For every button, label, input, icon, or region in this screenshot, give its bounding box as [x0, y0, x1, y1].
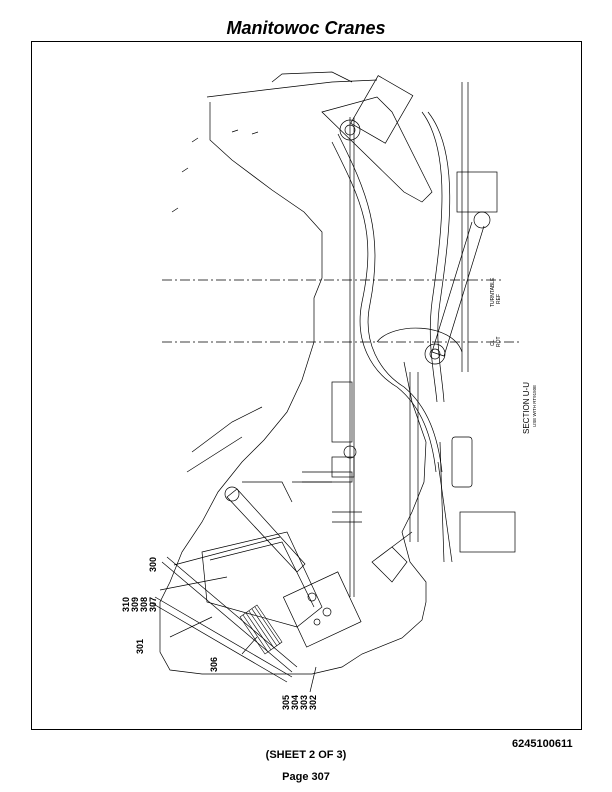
- lower-block: [459, 511, 516, 553]
- callout-300: 300: [148, 557, 158, 572]
- chassis-outline: [159, 102, 427, 675]
- drawing-frame: 300 301 306 310 309 308 307 305 304 303 …: [31, 41, 582, 730]
- cab-roof: [271, 71, 353, 83]
- callout-307: 307: [148, 597, 158, 612]
- leader-306: [241, 636, 258, 655]
- bracket-upper: [456, 171, 498, 213]
- callout-301: 301: [135, 639, 145, 654]
- callout-304: 304: [290, 695, 300, 710]
- leader-302: [309, 666, 317, 693]
- turntable-ref-label-2: REF: [496, 294, 502, 304]
- sheet-indicator: (SHEET 2 OF 3): [265, 749, 347, 761]
- hose-line-2: [421, 111, 443, 403]
- cylinder-lower: [226, 488, 306, 573]
- callout-305: 305: [281, 695, 291, 710]
- leader-307: [159, 576, 228, 591]
- cylinder-right: [431, 221, 485, 357]
- callout-302: 302: [308, 695, 318, 710]
- leader-301: [169, 616, 213, 638]
- turntable-ref-label: TURNTABLE: [490, 277, 496, 307]
- leader-300: [173, 536, 281, 566]
- top-edge: [206, 79, 378, 98]
- step-platform: [201, 531, 323, 628]
- control-box: [282, 571, 362, 648]
- callout-310: 310: [121, 597, 131, 612]
- page-number: Page 307: [282, 771, 330, 783]
- rot-label: CL: [490, 339, 496, 346]
- technical-drawing: 300 301 306 310 309 308 307 305 304 303 …: [121, 71, 537, 710]
- callout-306: 306: [209, 657, 219, 672]
- rot-label-2: ROT: [496, 336, 502, 347]
- center-pin: [424, 343, 446, 365]
- section-subtitle: USE WITH RT9150E: [532, 385, 537, 427]
- hose-line-1: [331, 141, 437, 473]
- section-title: SECTION U-U: [522, 382, 531, 434]
- callout-309: 309: [130, 597, 140, 612]
- motor-block: [451, 436, 473, 488]
- callout-308: 308: [139, 597, 149, 612]
- callout-303: 303: [299, 695, 309, 710]
- cylinder-upper: [321, 96, 433, 203]
- tread-plate: [239, 604, 283, 655]
- document-number: 6245100611: [512, 738, 573, 750]
- page-title: Manitowoc Cranes: [226, 18, 386, 38]
